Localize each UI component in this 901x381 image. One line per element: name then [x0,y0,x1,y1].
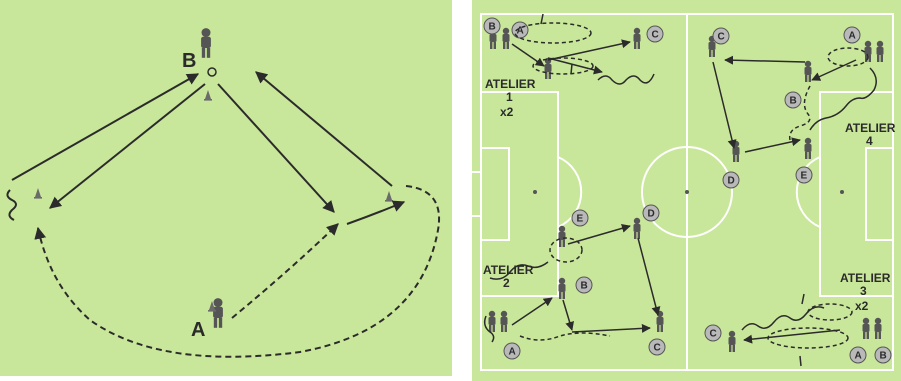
svg-text:A: A [517,26,524,37]
left-field [0,0,452,381]
atelier-3-moves [741,293,853,367]
badge-b-1: B [483,17,501,35]
pass-lines [11,71,406,225]
badge-e-2: E [571,209,589,227]
svg-text:D: D [648,209,655,220]
run-lines [34,185,440,358]
svg-text:4: 4 [866,134,873,148]
svg-text:1: 1 [506,90,513,104]
label-b: B [182,50,196,72]
badge-c-2: C [648,338,666,356]
badge-d-4: D [722,171,740,189]
badge-a-3: A [849,346,867,364]
badge-a-4: A [843,26,861,44]
atelier-3-label: ATELIER 3 x2 [840,271,891,313]
ball-icon [207,67,217,77]
svg-text:ATELIER: ATELIER [840,271,891,285]
svg-text:2: 2 [503,276,510,290]
svg-text:ATELIER: ATELIER [483,263,534,277]
atelier-4-moves [712,47,877,153]
label-a: A [191,319,205,341]
svg-text:ATELIER: ATELIER [485,77,536,91]
svg-text:C: C [654,343,661,354]
badge-a-1: A [511,21,529,39]
svg-text:B: B [790,96,797,107]
badge-b-3: B [874,346,892,364]
svg-text:B: B [880,351,887,362]
svg-text:C: C [718,32,725,43]
badge-c-1: C [646,25,664,43]
atelier-1-moves [511,13,655,85]
badge-a-2: A [503,342,521,360]
atelier-2-label: ATELIER 2 [483,263,534,290]
svg-text:D: D [728,176,735,187]
atelier-1-label: ATELIER 1 x2 [485,77,536,119]
svg-text:x2: x2 [855,299,869,313]
badge-c-3: C [704,324,722,342]
right-pitch-panel: ATELIER 1 x2 ATELIER 2 ATELIER 3 x2 ATEL… [468,0,901,381]
badge-c-4: C [712,27,730,45]
svg-text:ATELIER: ATELIER [845,121,896,135]
svg-text:C: C [652,30,659,41]
svg-text:B: B [489,22,496,33]
badge-e-4: E [795,166,813,184]
svg-text:A: A [849,31,856,42]
player-badges: B A C C A B D E E D B A C C A B [483,17,892,364]
dribble-left [6,189,17,221]
left-drill-panel: B A [0,0,452,381]
svg-text:A: A [509,347,516,358]
svg-text:E: E [801,171,808,182]
badge-d-2: D [642,204,660,222]
atelier-4-label: ATELIER 4 [845,121,896,148]
badge-b-2: B [575,276,593,294]
badge-b-4: B [784,91,802,109]
svg-text:E: E [577,214,584,225]
svg-text:x2: x2 [500,105,514,119]
atelier-2-moves [483,223,661,343]
svg-text:C: C [710,329,717,340]
svg-text:A: A [855,351,862,362]
svg-text:3: 3 [860,284,867,298]
svg-text:B: B [581,281,588,292]
